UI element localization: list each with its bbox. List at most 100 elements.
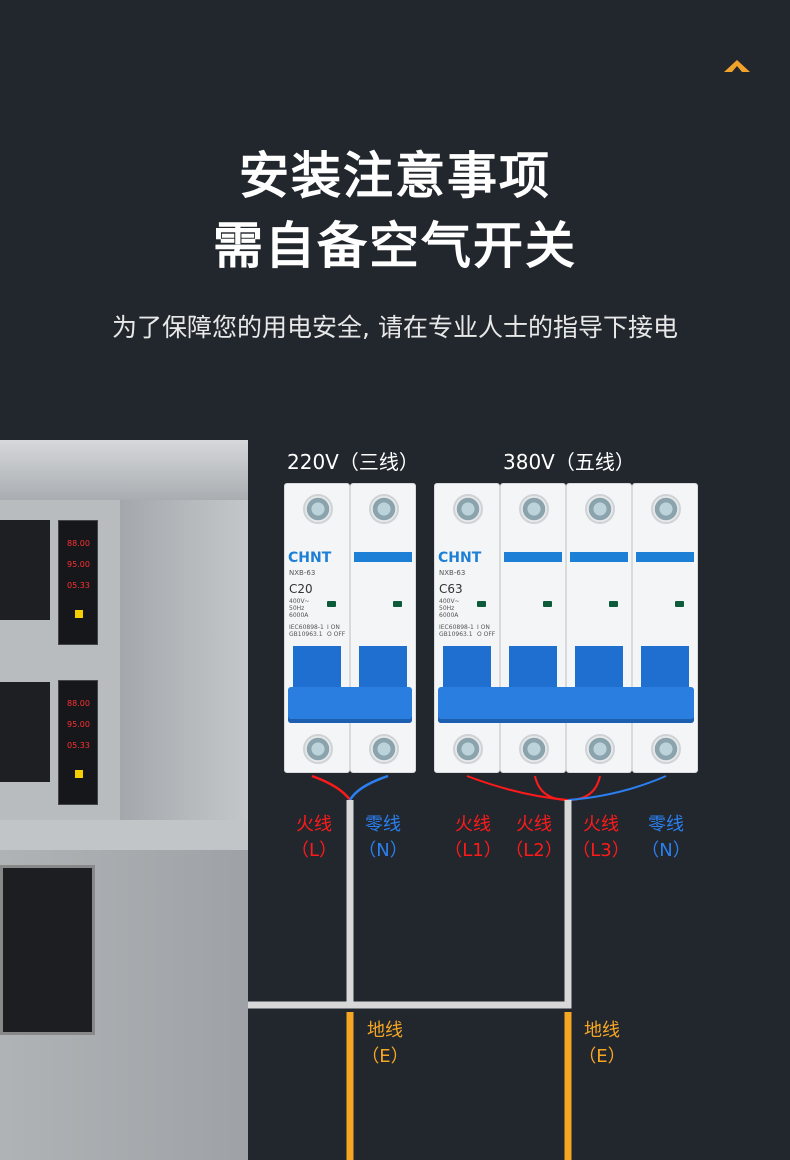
terminal-screw-icon <box>303 734 333 764</box>
oven-image: 88.00 95.00 05.33 88.00 95.00 05.33 <box>0 440 248 1160</box>
terminal-screw-icon <box>453 734 483 764</box>
breaker-spec: 400V~ <box>289 598 310 605</box>
breaker-standard: IEC60898-1 <box>439 624 474 631</box>
control-panel: 88.00 95.00 05.33 <box>58 680 98 805</box>
breaker-label-bar <box>504 552 562 562</box>
wire-n380 <box>567 775 667 801</box>
terminal-screw-icon <box>519 734 549 764</box>
group-label-220v: 220V（三线） <box>287 450 419 474</box>
breaker-standard: GB10963.1 <box>289 631 323 638</box>
breaker-toggle-handle[interactable] <box>438 687 694 723</box>
wire-code: （L1） <box>444 840 502 861</box>
breaker-window <box>359 646 407 692</box>
breaker-pole <box>632 483 698 773</box>
wire-name: 地线 <box>584 1020 620 1041</box>
breaker-window <box>575 646 623 692</box>
status-indicator <box>609 601 618 607</box>
terminal-screw-icon <box>519 494 549 524</box>
status-indicator <box>327 601 336 607</box>
display-temp: 95.00 <box>67 720 90 729</box>
breaker-switch-legend: O OFF <box>327 631 346 638</box>
wire-label-ground-220: 地线（E） <box>355 1018 415 1070</box>
display-temp: 88.00 <box>67 539 90 548</box>
breaker-spec: 400V~ <box>439 598 460 605</box>
breaker-rating: C63 <box>439 582 463 596</box>
wire-name: 火线 <box>516 814 552 835</box>
breaker-rating: C20 <box>289 582 313 596</box>
terminal-screw-icon <box>651 494 681 524</box>
breaker-spec: 50Hz <box>439 605 455 612</box>
breaker-switch-legend: O OFF <box>477 631 496 638</box>
wire-code: （L2） <box>505 840 563 861</box>
status-indicator <box>543 601 552 607</box>
wire-l2 <box>534 775 569 801</box>
terminal-screw-icon <box>585 734 615 764</box>
wire-label-n: 零线 （N） <box>353 812 413 864</box>
terminal-screw-icon <box>651 734 681 764</box>
wire-code: （E） <box>578 1046 626 1067</box>
wire-name: 火线 <box>296 814 332 835</box>
breaker-pole <box>566 483 632 773</box>
display-time: 05.33 <box>67 741 90 750</box>
wire-label-l1: 火线 （L1） <box>443 812 503 864</box>
group-label-380v: 380V（五线） <box>503 450 635 474</box>
page-title-line2: 需自备空气开关 <box>213 217 577 275</box>
breaker-pole <box>350 483 416 773</box>
control-panel: 88.00 95.00 05.33 <box>58 520 98 645</box>
terminal-screw-icon <box>585 494 615 524</box>
status-indicator <box>477 601 486 607</box>
wire-label-l3: 火线 （L3） <box>571 812 631 864</box>
breaker-window <box>443 646 491 692</box>
wire-name: 零线 <box>365 814 401 835</box>
wire-label-l2: 火线 （L2） <box>504 812 564 864</box>
wire-code: （E） <box>361 1046 409 1067</box>
wire-n <box>348 774 389 801</box>
terminal-screw-icon <box>369 734 399 764</box>
breaker-pole <box>500 483 566 773</box>
subtitle: 为了保障您的用电安全, 请在专业人士的指导下接电 <box>112 313 678 342</box>
page-title: 安装注意事项 <box>239 147 551 205</box>
breaker-standard: GB10963.1 <box>439 631 473 638</box>
cable-380 <box>350 800 572 1009</box>
terminal-screw-icon <box>453 494 483 524</box>
breaker-label-bar <box>636 552 694 562</box>
chevron-up-icon[interactable] <box>724 60 750 72</box>
terminal-screw-icon <box>369 494 399 524</box>
oven-side-panel <box>120 500 248 820</box>
wire-code: （L3） <box>572 840 630 861</box>
wire-code: （L） <box>290 840 338 861</box>
breaker-window <box>509 646 557 692</box>
breaker-brand: CHNT <box>288 550 332 566</box>
status-indicator <box>393 601 402 607</box>
wire-name: 火线 <box>583 814 619 835</box>
wire-code: （N） <box>358 840 408 861</box>
wire-name: 火线 <box>455 814 491 835</box>
display-temp: 95.00 <box>67 560 90 569</box>
breaker-switch-legend: I ON <box>327 624 340 631</box>
wire-label-n380: 零线 （N） <box>636 812 696 864</box>
wire-l1 <box>466 775 569 801</box>
breaker-window <box>293 646 341 692</box>
display-time: 05.33 <box>67 581 90 590</box>
breaker-standard: IEC60898-1 <box>289 624 324 631</box>
breaker-toggle-handle[interactable] <box>288 687 412 723</box>
breaker-spec: 50Hz <box>289 605 305 612</box>
display-temp: 88.00 <box>67 699 90 708</box>
breaker-spec: 6000A <box>439 612 459 619</box>
breaker-label-bar <box>570 552 628 562</box>
status-indicator <box>675 601 684 607</box>
breaker-switch-legend: I ON <box>477 624 490 631</box>
wire-name: 零线 <box>648 814 684 835</box>
breaker-window <box>641 646 689 692</box>
wire-code: （N） <box>641 840 691 861</box>
breaker-series: NXB-63 <box>289 569 316 577</box>
wire-label-ground-380: 地线 （E） <box>572 1018 632 1070</box>
breaker-brand: CHNT <box>438 550 482 566</box>
breaker-series: NXB-63 <box>439 569 466 577</box>
breaker-label-bar <box>354 552 412 562</box>
wire-l <box>311 774 352 801</box>
breaker-spec: 6000A <box>289 612 309 619</box>
